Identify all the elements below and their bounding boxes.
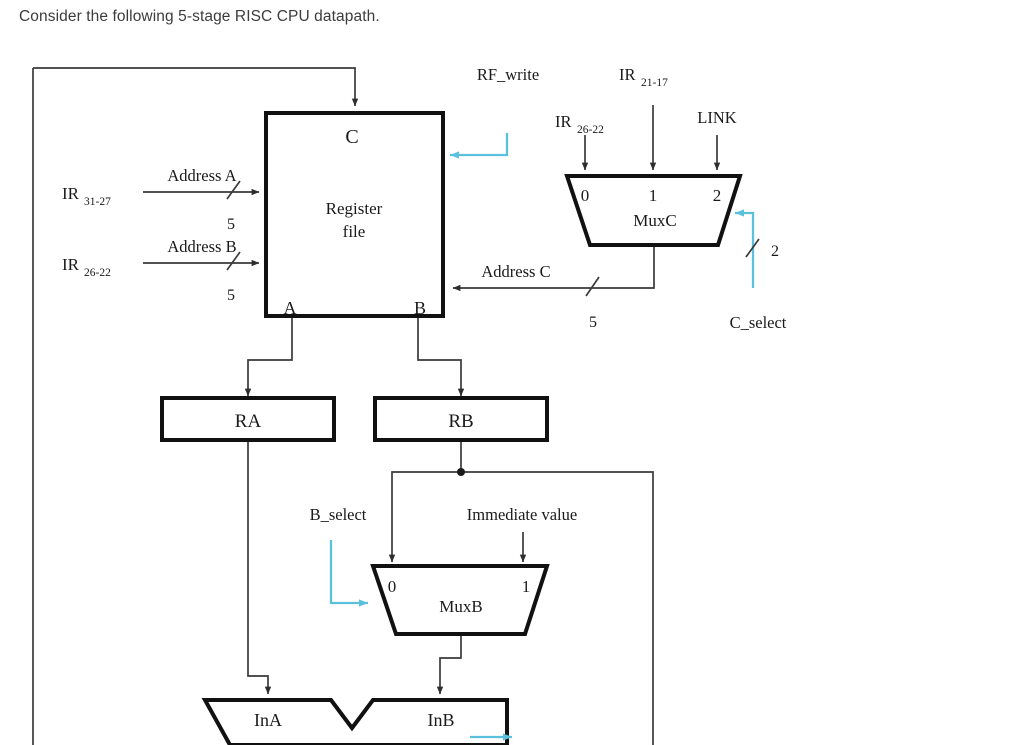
junction-dot-rb <box>457 468 465 476</box>
wire-port-b-to-rb <box>417 316 465 397</box>
b-select-control: B_select <box>310 505 369 607</box>
register-file-title-line2: file <box>343 222 366 241</box>
register-file-port-a-label: A <box>284 298 297 318</box>
muxc-block: 0 1 2 MuxC IR 26-22 IR 21-17 LINK <box>555 65 743 247</box>
pipeline-register-ra: RA <box>160 396 336 442</box>
address-b-label: Address B <box>167 237 236 256</box>
rb-box <box>373 396 549 442</box>
slash-address-b-width <box>226 251 241 271</box>
muxc-source-1-base-label: IR <box>619 65 636 84</box>
muxc-source-0-base-label: IR <box>555 112 572 131</box>
ir-b-base-label: IR <box>62 255 80 274</box>
pipeline-register-rb: RB <box>373 396 549 442</box>
muxc-source-1-sub-label: 21-17 <box>641 77 668 89</box>
rf-write-control: RF_write <box>449 65 539 159</box>
ir-a-base-label: IR <box>62 184 80 203</box>
address-c-width-label: 5 <box>589 314 597 331</box>
wire-rb-branch-right <box>461 471 654 745</box>
ir-a-sub-label: 31-27 <box>84 196 111 208</box>
slash-address-c-width <box>585 276 600 297</box>
alu-block: InA InB <box>201 698 513 745</box>
muxb-block: 0 1 MuxB Immediate value <box>370 505 577 636</box>
ra-label: RA <box>235 411 262 432</box>
muxc-name-label: MuxC <box>633 211 676 230</box>
register-file-title-line1: Register <box>326 199 383 218</box>
muxb-shape <box>370 564 550 636</box>
ir-b-sub-label: 26-22 <box>84 267 111 279</box>
muxb-name-label: MuxB <box>439 597 482 616</box>
alu-in-b-label: InB <box>428 710 455 730</box>
b-select-label: B_select <box>310 505 367 524</box>
register-file-port-b-label: B <box>414 298 426 318</box>
muxc-input-2-label: 2 <box>713 186 722 205</box>
immediate-value-label: Immediate value <box>467 505 577 524</box>
address-b-width-label: 5 <box>227 287 235 304</box>
rf-write-label: RF_write <box>477 65 539 84</box>
muxc-shape <box>564 174 743 247</box>
register-file-box <box>264 111 445 318</box>
c-select-label: C_select <box>730 313 787 332</box>
wire-rf-write <box>449 133 509 159</box>
instruction-register-inputs: IR 31-27 IR 26-22 Address A 5 Address B … <box>62 166 597 331</box>
address-a-label: Address A <box>167 166 236 185</box>
muxc-input-1-label: 1 <box>649 186 658 205</box>
c-select-control: 2 C_select <box>730 209 787 332</box>
wire-ra-to-ina <box>247 440 272 695</box>
rb-label: RB <box>448 411 473 432</box>
muxc-input-0-label: 0 <box>581 186 590 205</box>
page-prompt-text: Consider the following 5-stage RISC CPU … <box>19 8 380 25</box>
datapath-wires <box>32 67 721 745</box>
wire-c-select <box>734 209 755 288</box>
ra-box <box>160 396 336 442</box>
address-c-label: Address C <box>481 262 550 281</box>
slash-c-select-width <box>745 238 760 258</box>
wire-b-select <box>329 540 369 607</box>
wire-feedback-to-c <box>33 67 359 107</box>
wire-rb-to-muxb-in0 <box>388 471 461 563</box>
wire-muxb-to-inb <box>436 634 462 695</box>
muxc-source-0-sub-label: 26-22 <box>577 124 604 136</box>
alu-in-a-label: InA <box>254 710 282 730</box>
muxb-input-1-label: 1 <box>522 577 531 596</box>
c-select-width-label: 2 <box>771 243 779 260</box>
alu-shape <box>201 698 509 745</box>
slash-address-a-width <box>226 180 241 200</box>
muxb-input-0-label: 0 <box>388 577 397 596</box>
muxc-source-2-label: LINK <box>697 108 736 127</box>
address-a-width-label: 5 <box>227 216 235 233</box>
wire-address-c <box>452 245 655 292</box>
register-file-port-c-label: C <box>345 126 358 148</box>
register-file-block: C Register file A B <box>264 111 445 318</box>
wire-port-a-to-ra <box>244 316 293 397</box>
